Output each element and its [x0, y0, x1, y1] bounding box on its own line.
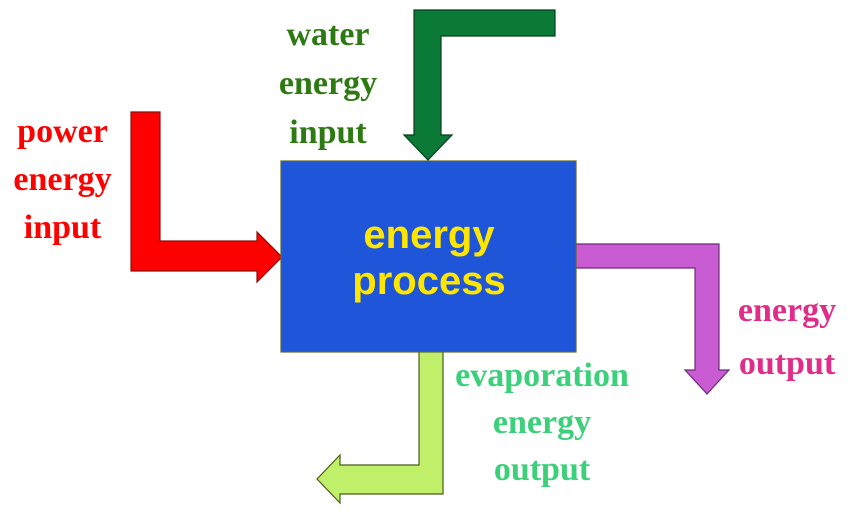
water-input-label-line1: water	[286, 16, 370, 53]
evaporation-output-label-line1: evaporation	[455, 357, 629, 394]
power-input-arrow	[130, 111, 283, 284]
power-input-label-line3: input	[23, 209, 102, 246]
evaporation-output-label: evaporation energy output	[444, 352, 640, 493]
power-input-label-line1: power	[17, 113, 108, 150]
power-input-label: power energy input	[0, 108, 125, 252]
evaporation-output-label-line2: energy	[492, 404, 592, 441]
evaporation-output-arrow	[316, 347, 444, 505]
process-box	[280, 160, 577, 353]
energy-output-label-line2: output	[738, 345, 836, 382]
water-input-label-line2: energy	[278, 65, 378, 102]
process-label: energy process	[282, 212, 576, 304]
process-label-line2: process	[352, 259, 506, 303]
water-input-label-line3: input	[289, 114, 367, 151]
water-input-arrow	[402, 9, 556, 161]
energy-output-arrow	[574, 243, 731, 395]
process-label-line1: energy	[363, 213, 495, 257]
evaporation-output-label-line3: output	[493, 451, 591, 488]
power-input-label-line2: energy	[13, 161, 112, 198]
water-input-label: water energy input	[268, 10, 388, 157]
energy-output-label: energy output	[727, 284, 847, 390]
energy-output-label-line1: energy	[737, 292, 837, 329]
